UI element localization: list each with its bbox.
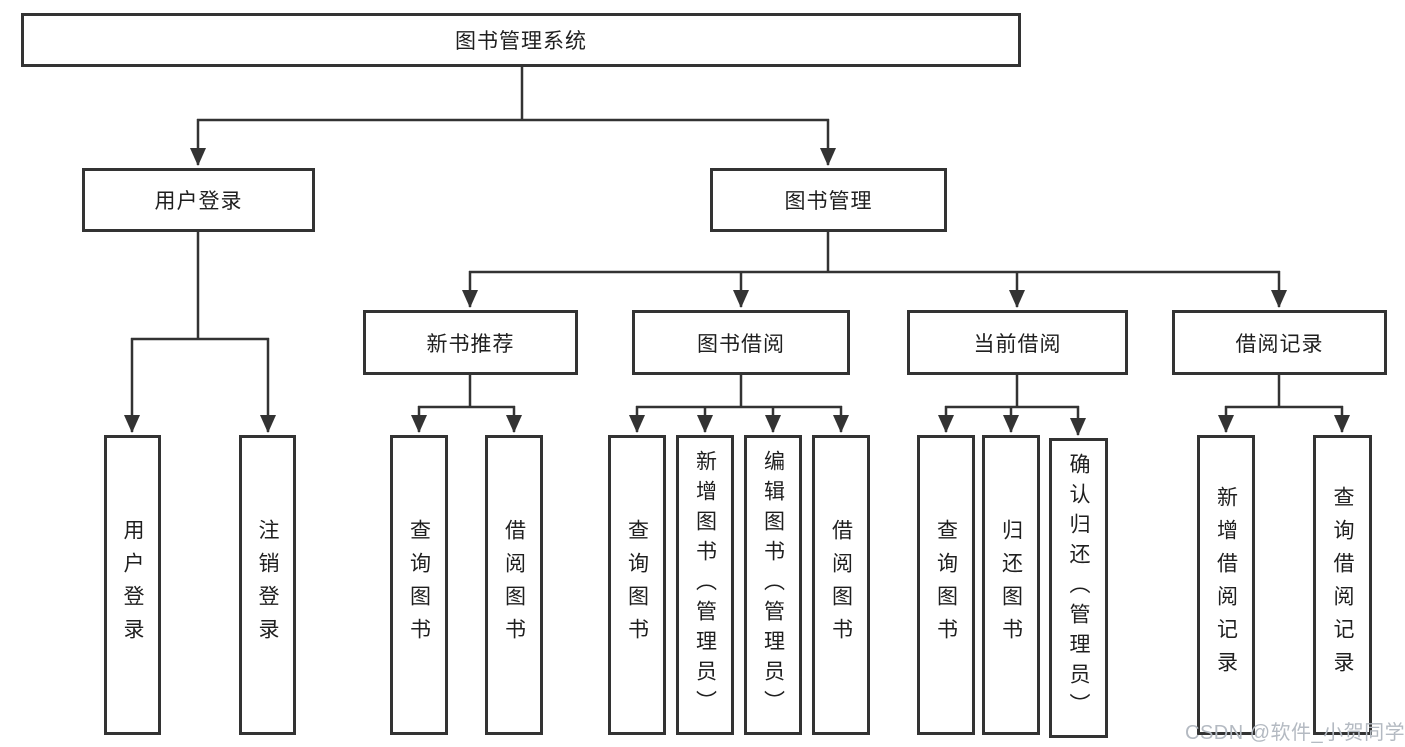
node-borrow-records: 借阅记录 — [1172, 310, 1387, 375]
node-leaf-recommend-borrow-books-label: 借阅图书 — [502, 519, 526, 651]
node-leaf-borrow-query-books: 查询图书 — [608, 435, 666, 735]
node-leaf-recommend-borrow-books: 借阅图书 — [485, 435, 543, 735]
node-leaf-records-add-borrow-record: 新增借阅记录 — [1197, 435, 1255, 735]
node-book-management: 图书管理 — [710, 168, 947, 232]
node-leaf-borrow-edit-books-admin-label: 编辑图书（管理员） — [761, 450, 785, 720]
node-leaf-current-return-books: 归还图书 — [982, 435, 1040, 735]
node-leaf-borrow-add-books-admin: 新增图书（管理员） — [676, 435, 734, 735]
node-leaf-current-confirm-return-admin: 确认归还（管理员） — [1049, 438, 1108, 738]
node-leaf-borrow-borrow-books-label: 借阅图书 — [829, 519, 853, 651]
node-leaf-borrow-add-books-admin-label: 新增图书（管理员） — [693, 450, 717, 720]
node-leaf-borrow-borrow-books: 借阅图书 — [812, 435, 870, 735]
node-leaf-borrow-query-books-label: 查询图书 — [625, 519, 649, 651]
node-book-borrow: 图书借阅 — [632, 310, 850, 375]
node-leaf-current-return-books-label: 归还图书 — [999, 519, 1023, 651]
node-leaf-current-confirm-return-admin-label: 确认归还（管理员） — [1067, 453, 1090, 723]
node-leaf-records-query-borrow-record: 查询借阅记录 — [1313, 435, 1372, 735]
node-leaf-logout: 注销登录 — [239, 435, 296, 735]
node-root-book-management-system: 图书管理系统 — [21, 13, 1021, 67]
node-current-borrow: 当前借阅 — [907, 310, 1128, 375]
watermark: CSDN @软件_小贺同学 — [1185, 722, 1405, 744]
node-leaf-records-query-borrow-record-label: 查询借阅记录 — [1331, 486, 1354, 684]
node-leaf-user-login-label: 用户登录 — [121, 519, 144, 651]
node-leaf-current-query-books-label: 查询图书 — [934, 519, 958, 651]
node-user-login: 用户登录 — [82, 168, 315, 232]
node-leaf-recommend-query-books: 查询图书 — [390, 435, 448, 735]
node-leaf-recommend-query-books-label: 查询图书 — [407, 519, 431, 651]
node-leaf-user-login: 用户登录 — [104, 435, 161, 735]
node-leaf-records-add-borrow-record-label: 新增借阅记录 — [1214, 486, 1238, 684]
node-leaf-logout-label: 注销登录 — [256, 519, 279, 651]
node-new-book-recommend: 新书推荐 — [363, 310, 578, 375]
node-leaf-current-query-books: 查询图书 — [917, 435, 975, 735]
node-leaf-borrow-edit-books-admin: 编辑图书（管理员） — [744, 435, 802, 735]
